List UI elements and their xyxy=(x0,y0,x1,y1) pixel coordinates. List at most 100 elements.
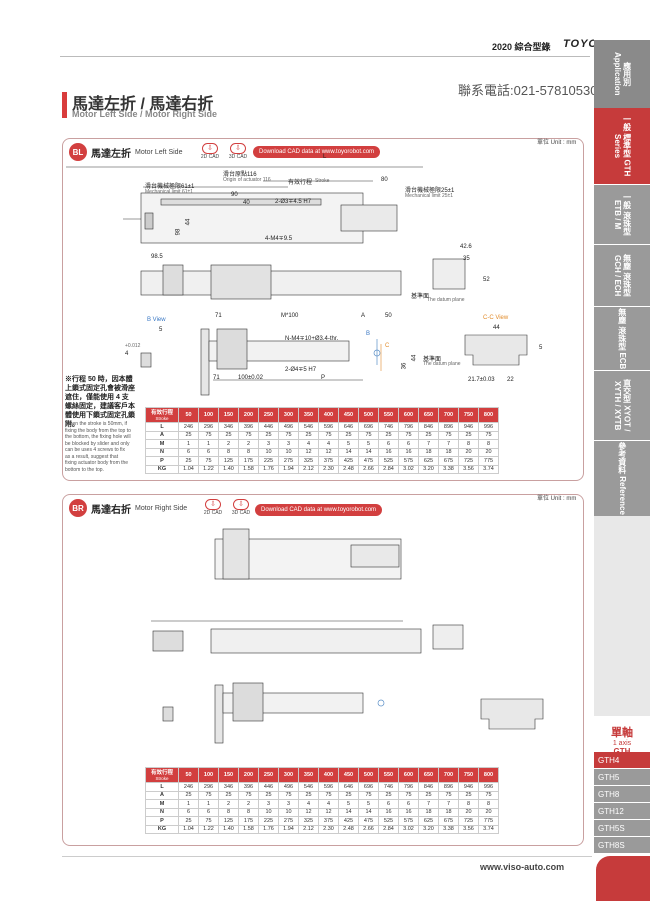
table-cell: 1.40 xyxy=(218,824,239,834)
sidebar-tab-xy[interactable]: 直交型 XYOT / XYTH / XYTB xyxy=(594,370,650,440)
table-cell: 3.56 xyxy=(458,824,479,834)
datum-zh: 基準面 xyxy=(411,294,430,300)
cad-3d-button[interactable]: ⇩3D CAD xyxy=(226,143,250,160)
table-cell: 1 xyxy=(198,439,219,449)
table-cell: 25 xyxy=(418,430,439,440)
table-cell: 846 xyxy=(418,422,439,432)
table-cell: 475 xyxy=(358,456,379,466)
sidebar-tab-gch[interactable]: 無塵 滾珠型 GCH / ECH xyxy=(594,244,650,306)
download-cad-link[interactable]: Download CAD data at www.toyorobot.com xyxy=(253,146,381,158)
sidebar-tab-reference[interactable]: 參考資料 Reference xyxy=(594,440,650,516)
sidebar-tab-gth[interactable]: 一般 標準型 GTH Series xyxy=(594,108,650,184)
dim-hole: 2-Ø3∓4.5 H7 xyxy=(275,199,312,205)
stroke-col: 250 xyxy=(258,407,279,423)
table-cell: 75 xyxy=(398,430,419,440)
table-cell: 75 xyxy=(358,430,379,440)
stroke-note-zh: ※行程 50 時，因本體上鎖式固定孔會被滑座遮住，僅能使用 4 支螺絲固定，建議… xyxy=(65,376,135,428)
table-cell: 125 xyxy=(218,456,239,466)
table-cell: 175 xyxy=(238,816,259,826)
table-cell: 75 xyxy=(318,430,339,440)
table-cell: 10 xyxy=(278,447,299,457)
table-cell: 8 xyxy=(218,807,239,817)
cad-3d-button[interactable]: ⇩3D CAD xyxy=(229,499,253,516)
table-cell: 796 xyxy=(398,422,419,432)
dim-100: 100±0.02 xyxy=(238,375,263,381)
table-cell: 6 xyxy=(398,439,419,449)
download-cad-link[interactable]: Download CAD data at www.toyorobot.com xyxy=(255,504,383,516)
table-cell: 20 xyxy=(458,807,479,817)
sidebar-tab-ecb[interactable]: 無塵 滾珠型 ECB xyxy=(594,306,650,370)
table-cell: 75 xyxy=(238,790,259,800)
table-cell: 675 xyxy=(438,456,459,466)
panel-header: BR 馬達右折 Motor Right Side xyxy=(69,499,187,517)
stroke-col: 550 xyxy=(378,407,399,423)
model-tab-gth8[interactable]: GTH8 xyxy=(594,786,650,803)
model-tab-gth12[interactable]: GTH12 xyxy=(594,803,650,820)
table-cell: 75 xyxy=(198,816,219,826)
table-cell: 18 xyxy=(418,807,439,817)
dim-stroke-en: Stroke xyxy=(315,178,330,184)
stroke-col: 350 xyxy=(298,407,319,423)
table-cell: 2 xyxy=(218,799,239,809)
table-cell: 7 xyxy=(418,439,439,449)
table-cell: 25 xyxy=(418,790,439,800)
row-header: N xyxy=(145,447,179,457)
cad-2d-label: 2D CAD xyxy=(200,154,220,160)
table-cell: 1.22 xyxy=(198,464,219,474)
table-cell: 846 xyxy=(418,782,439,792)
row-header: M xyxy=(145,799,179,809)
table-cell: 375 xyxy=(318,816,339,826)
table-cell: 546 xyxy=(298,422,319,432)
table-cell: 16 xyxy=(378,807,399,817)
sidebar-spacer xyxy=(594,516,650,716)
cad-2d-button[interactable]: ⇩2D CAD xyxy=(198,143,222,160)
table-cell: 246 xyxy=(178,782,199,792)
dim-98-5: 98.5 xyxy=(151,254,163,260)
table-cell: 18 xyxy=(418,447,439,457)
table-cell: 8 xyxy=(238,807,259,817)
table-cell: 18 xyxy=(438,447,459,457)
table-cell: 575 xyxy=(398,456,419,466)
table-cell: 246 xyxy=(178,422,199,432)
table-cell: 396 xyxy=(238,782,259,792)
table-cell: 525 xyxy=(378,816,399,826)
dim-C: C xyxy=(385,343,390,349)
table-cell: 775 xyxy=(478,816,499,826)
table-cell: 4 xyxy=(298,799,319,809)
table-cell: 1 xyxy=(178,799,199,809)
footer-divider xyxy=(62,856,592,857)
model-tab-gth8s[interactable]: GTH8S xyxy=(594,837,650,854)
sidebar-tab-etb[interactable]: 一般 滾珠型 ETB / M xyxy=(594,184,650,244)
table-cell: 696 xyxy=(358,422,379,432)
br-title-zh: 馬達右折 xyxy=(91,504,131,516)
axis-code: GTH xyxy=(594,747,650,756)
model-tab-gth4[interactable]: GTH4 xyxy=(594,752,650,769)
stroke-col: 400 xyxy=(318,767,339,783)
table-cell: 596 xyxy=(318,782,339,792)
cad-2d-button[interactable]: ⇩2D CAD xyxy=(201,499,225,516)
model-tab-gth5[interactable]: GTH5 xyxy=(594,769,650,786)
table-cell: 1.58 xyxy=(238,464,259,474)
table-cell: 14 xyxy=(358,807,379,817)
table-cell: 75 xyxy=(198,790,219,800)
table-cell: 2.84 xyxy=(378,464,399,474)
dim-71: 71 xyxy=(215,313,222,319)
stroke-col: 450 xyxy=(338,767,359,783)
dim-B: B xyxy=(366,331,371,337)
model-tab-gth5s[interactable]: GTH5S xyxy=(594,820,650,837)
table-cell: 1.76 xyxy=(258,464,279,474)
table-cell: 75 xyxy=(198,456,219,466)
sidebar-tab-application[interactable]: 應用別 Application xyxy=(594,40,650,108)
stroke-col: 200 xyxy=(238,767,259,783)
dim-98: 98 xyxy=(175,228,182,236)
table-cell: 2.48 xyxy=(338,464,359,474)
dim-36: 36 xyxy=(401,362,408,370)
dim-44b: 44 xyxy=(411,354,418,362)
table-cell: 346 xyxy=(218,422,239,432)
table-cell: 6 xyxy=(378,799,399,809)
footer-url[interactable]: www.viso-auto.com xyxy=(480,862,565,872)
table-cell: 125 xyxy=(218,816,239,826)
table-cell: 25 xyxy=(178,456,199,466)
